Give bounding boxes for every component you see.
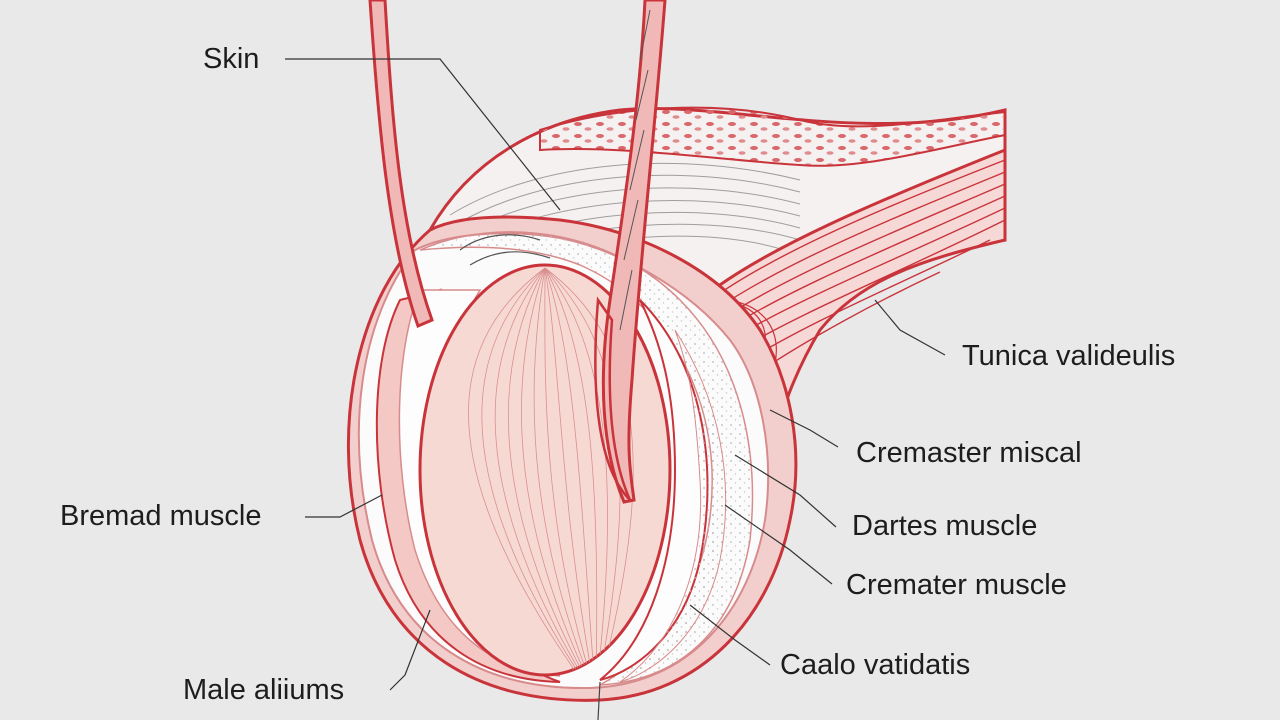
leader-skin [285, 58, 561, 211]
label-dartes: Dartes muscle [852, 510, 1038, 542]
label-male: Male aliiums [183, 674, 345, 706]
label-tunica: Tunica valideulis [962, 340, 1176, 372]
sketch-detail [459, 234, 551, 266]
label-caalo: Caalo vatidatis [780, 649, 971, 681]
label-cremaster-miscal: Cremaster miscal [856, 437, 1082, 469]
leader-dartes [734, 454, 837, 528]
label-skin: Skin [203, 43, 260, 75]
leader-tunica [874, 299, 946, 356]
leader-caalo [689, 604, 771, 666]
vas-deferens [594, 296, 632, 501]
leader-cremater [724, 504, 833, 585]
center-cord [601, 0, 667, 504]
label-cremater: Cremater muscle [846, 569, 1067, 601]
leader-cremaster-miscal [769, 409, 839, 448]
dotted-layer [419, 231, 754, 686]
leader-lines [285, 58, 946, 691]
center-cord-hatch [619, 9, 651, 331]
label-bremad: Bremad muscle [60, 500, 262, 532]
bottom-stem [597, 681, 601, 720]
left-cord [368, 0, 434, 329]
leader-bremad [305, 494, 383, 518]
leader-male [389, 609, 431, 691]
right-dotted-strip [619, 329, 727, 683]
spotted-layer [539, 106, 1006, 167]
